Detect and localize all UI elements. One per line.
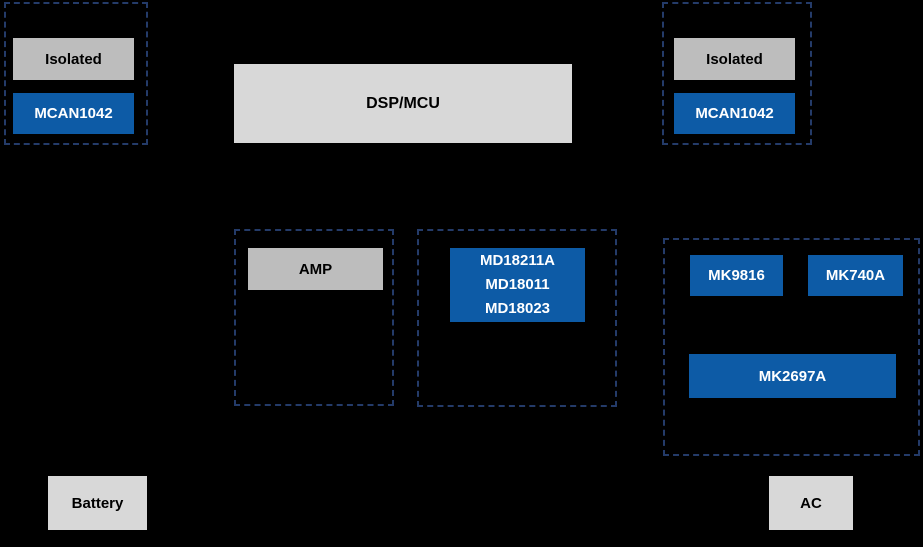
- battery-block: Battery: [48, 476, 147, 530]
- left-isolated-can-group: [4, 2, 148, 145]
- gate-driver-chip: MD18211A MD18011 MD18023: [450, 248, 585, 322]
- right-isolated-label-block: Isolated: [674, 38, 795, 80]
- left-isolated-label-block: Isolated: [13, 38, 134, 80]
- dsp-mcu-block: DSP/MCU: [234, 64, 572, 143]
- right-mcan1042-label: MCAN1042: [695, 105, 774, 122]
- ac-label: AC: [800, 494, 822, 512]
- mk9816-label: MK9816: [708, 267, 765, 284]
- ac-block: AC: [769, 476, 853, 530]
- amp-block: AMP: [248, 248, 383, 290]
- dsp-mcu-label: DSP/MCU: [366, 94, 440, 112]
- left-mcan1042-chip: MCAN1042: [13, 93, 134, 134]
- mk2697a-label: MK2697A: [758, 367, 827, 385]
- battery-label: Battery: [71, 494, 124, 512]
- gate-driver-line-1: MD18211A: [479, 252, 556, 269]
- amp-label: AMP: [298, 260, 333, 278]
- right-isolated-can-group: [662, 2, 812, 145]
- mk740a-label: MK740A: [825, 267, 886, 284]
- gate-driver-group: [417, 229, 617, 407]
- gate-driver-line-2: MD18011: [485, 276, 550, 293]
- right-isolated-label: Isolated: [706, 50, 763, 68]
- ac-power-group: [663, 238, 920, 456]
- left-mcan1042-label: MCAN1042: [34, 105, 113, 122]
- mk9816-chip: MK9816: [690, 255, 783, 296]
- right-mcan1042-chip: MCAN1042: [674, 93, 795, 134]
- amp-group: [234, 229, 394, 406]
- mk2697a-chip: MK2697A: [689, 354, 896, 398]
- mk740a-chip: MK740A: [808, 255, 903, 296]
- gate-driver-line-3: MD18023: [484, 300, 551, 317]
- left-isolated-label: Isolated: [45, 50, 102, 68]
